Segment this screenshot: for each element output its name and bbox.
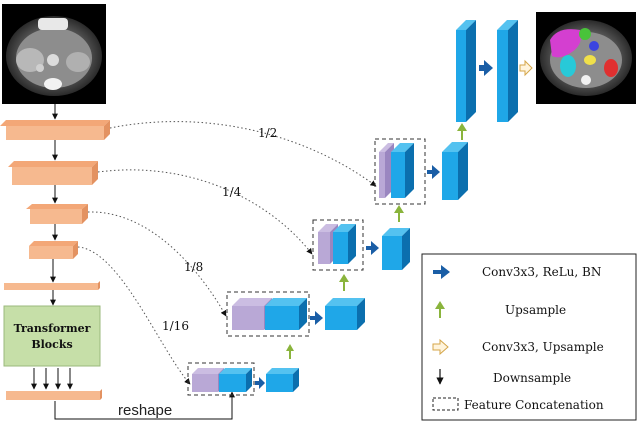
- upsample-arrow-icon: [457, 123, 467, 140]
- scale-label-1-8: 1/8: [184, 260, 203, 274]
- svg-text:Conv3x3, ReLu, BN: Conv3x3, ReLu, BN: [482, 265, 601, 279]
- reshape-connection: reshape: [54, 391, 235, 420]
- legend-item-downsample: Downsample: [436, 369, 571, 385]
- encoder-slab-1: [0, 120, 110, 140]
- blue-arrow-icon: [433, 265, 450, 279]
- legend-item-feature-concatenation: Feature Concatenation: [432, 397, 604, 412]
- svg-text:Downsample: Downsample: [493, 371, 571, 385]
- encoder-slab-2: [8, 161, 98, 185]
- downsample-arrows: [31, 104, 73, 390]
- outline-arrow-icon: [432, 338, 449, 356]
- upsample-arrow-icon: [394, 205, 404, 222]
- scale-label-1-16: 1/16: [162, 319, 189, 333]
- upsample-arrow-icon: [339, 274, 349, 291]
- encoder-slab-5: [4, 281, 100, 290]
- encoder-slab-3: [26, 204, 88, 224]
- legend-item-conv-relu-bn: Conv3x3, ReLu, BN: [433, 265, 601, 279]
- encoder-slab-bottom: [6, 389, 102, 400]
- decoder-final-blocks: [456, 20, 533, 122]
- green-up-arrow-icon: [435, 301, 445, 318]
- decoder-level-2: [312, 219, 410, 271]
- scale-label-1-2: 1/2: [258, 126, 277, 140]
- transformer-block: Transformer Blocks: [3, 305, 101, 367]
- decoder-level-3: [226, 291, 365, 337]
- encoder-slab-4: [29, 241, 78, 259]
- legend-item-conv-upsample: Conv3x3, Upsample: [432, 338, 604, 356]
- input-ct-image: [2, 4, 106, 104]
- output-segmentation-image: [536, 12, 636, 104]
- scale-label-1-4: 1/4: [222, 185, 242, 199]
- legend-item-upsample: Upsample: [435, 301, 566, 318]
- decoder-level-4: [187, 362, 299, 396]
- transformer-label-line2: Blocks: [31, 338, 72, 351]
- legend-box: Conv3x3, ReLu, BN Upsample Conv3x3, Upsa…: [421, 253, 637, 421]
- skip-connections: [77, 121, 377, 385]
- transformer-label-line1: Transformer: [14, 322, 91, 335]
- svg-text:Upsample: Upsample: [505, 303, 566, 317]
- reshape-label: reshape: [118, 402, 172, 419]
- decoder-level-1: [374, 138, 468, 205]
- dashed-box-icon: [432, 397, 459, 411]
- upsample-arrow-icon: [286, 344, 294, 359]
- encoder-column: Transformer Blocks: [0, 104, 110, 400]
- svg-text:Conv3x3, Upsample: Conv3x3, Upsample: [482, 340, 604, 354]
- svg-text:Feature Concatenation: Feature Concatenation: [464, 398, 604, 412]
